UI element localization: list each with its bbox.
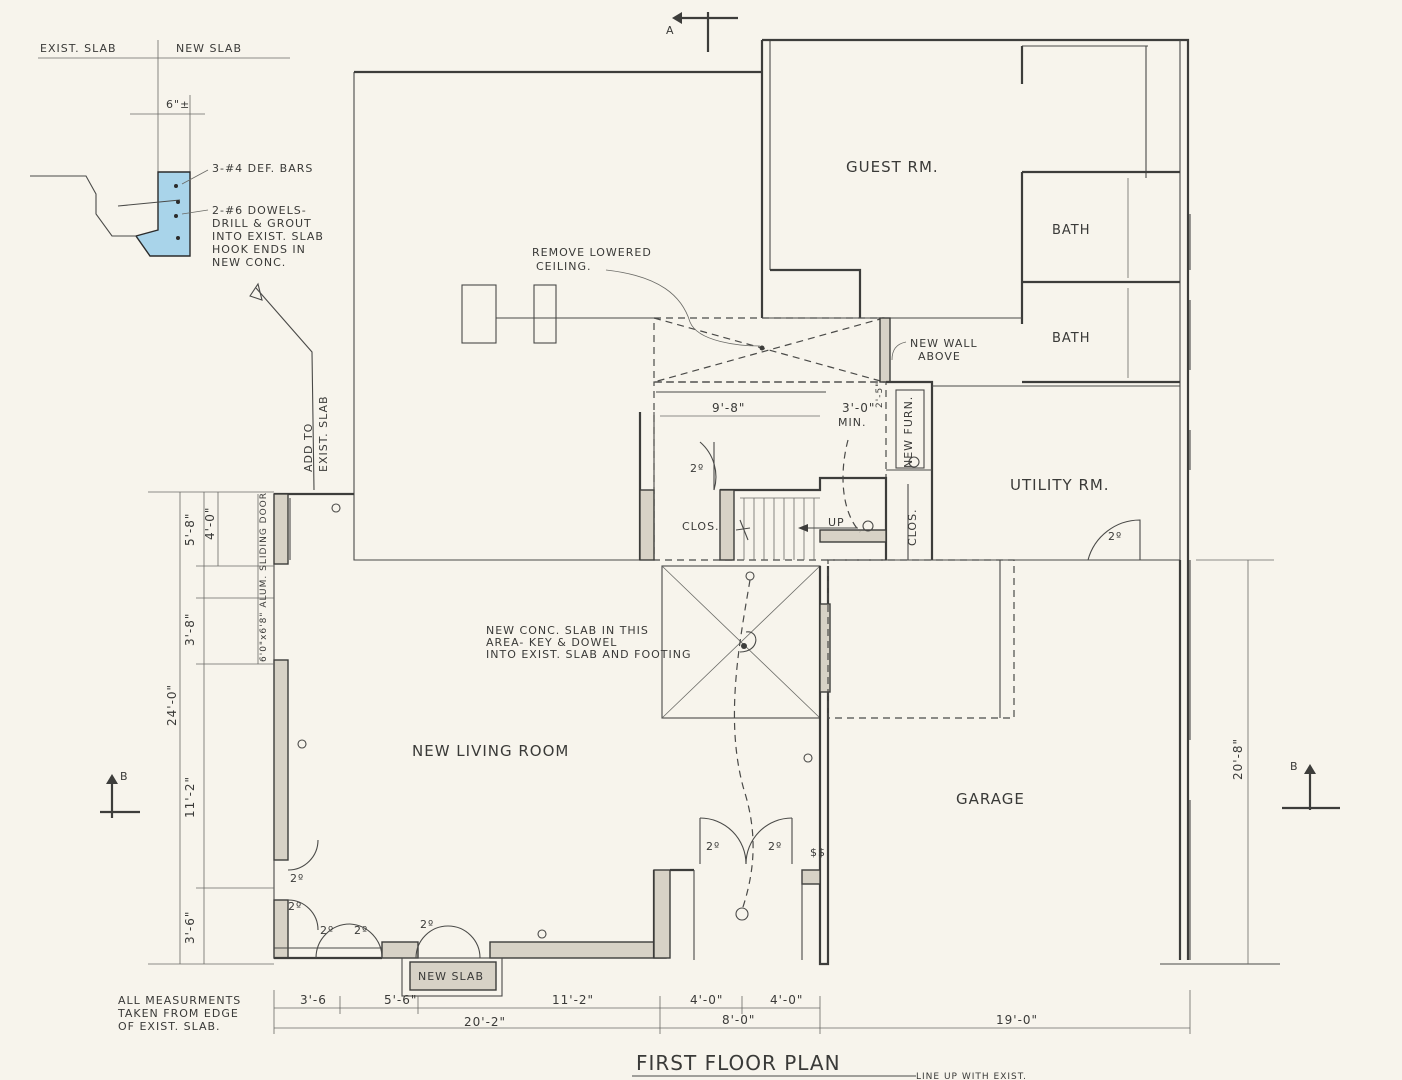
dim-24-0: 24'-0" (165, 684, 179, 726)
dimension-lines: 5'-8" 4'-0" 3'-8" 24'-0" 11'-2" 3'-6" 6'… (148, 382, 1274, 1034)
dim-5-6: 5'-6" (384, 993, 417, 1007)
room-bath-1: BATH (1052, 223, 1091, 238)
new-wall-2: ABOVE (918, 350, 961, 363)
add-to-label-1: ADD TO (302, 423, 315, 472)
stair-up-label: UP (828, 516, 845, 529)
drawing-title: FIRST FLOOR PLAN (636, 1051, 841, 1075)
dim-3-6: 3'-6 (300, 993, 327, 1007)
section-mark-b-right: B (1282, 760, 1340, 810)
section-mark-b-left: B (100, 770, 140, 818)
min-label: MIN. (838, 416, 866, 429)
sliding-door-note: 6'0"x6'8" ALUM. SLIDING DOOR (259, 492, 269, 662)
room-bath-2: BATH (1052, 331, 1091, 346)
offset-label: 6"± (166, 98, 190, 111)
new-living-room-walls: $$ (273, 492, 831, 997)
dim-20-2: 20'-2" (464, 1015, 506, 1029)
section-mark-a: A (666, 12, 738, 52)
room-living: NEW LIVING ROOM (412, 742, 569, 760)
add-to-label-2: EXIST. SLAB (317, 395, 330, 472)
dowels-line-1: 2-#6 DOWELS- (212, 204, 307, 217)
room-garage: GARAGE (956, 790, 1025, 808)
measurements-note-2: TAKEN FROM EDGE (117, 1007, 239, 1020)
measurements-note-1: ALL MEASURMENTS (118, 994, 241, 1007)
dim-11-2: 11'-2" (552, 993, 594, 1007)
bars-note: 3-#4 DEF. BARS (212, 162, 313, 175)
door-label-6: 2º (288, 900, 302, 913)
dowels-line-5: NEW CONC. (212, 256, 286, 269)
new-slab-step-label: NEW SLAB (418, 970, 484, 983)
door-label-5: 2º (290, 872, 304, 885)
dim-9-8: 9'-8" (712, 401, 745, 415)
new-wall-1: NEW WALL (910, 337, 978, 350)
bottom-note: LINE UP WITH EXIST. (916, 1072, 1027, 1080)
dim-3-8: 3'-8" (183, 613, 197, 646)
dowels-line-2: DRILL & GROUT (212, 217, 312, 230)
slab-area-note-2: AREA- KEY & DOWEL (486, 636, 617, 649)
dim-3-0: 3'-0" (842, 401, 875, 415)
door-label-3: 2º (706, 840, 720, 853)
remove-ceiling-1: REMOVE LOWERED (532, 246, 652, 259)
new-furnace: NEW FURN. (902, 396, 915, 468)
dim-11-2-vertical: 11'-2" (183, 776, 197, 818)
dim-3-6-vertical: 3'-6" (183, 911, 197, 944)
door-label-8: 2º (354, 924, 368, 937)
room-utility: UTILITY RM. (1010, 476, 1110, 494)
remove-ceiling-2: CEILING. (536, 260, 592, 273)
dim-8-0: 8'-0" (722, 1013, 755, 1027)
measurements-note-3: OF EXIST. SLAB. (118, 1020, 221, 1033)
dim-4-0-a: 4'-0" (690, 993, 723, 1007)
dim-19-0: 19'-0" (996, 1013, 1038, 1027)
exist-slab-label: EXIST. SLAB (40, 42, 117, 55)
dim-4-0-b: 4'-0" (770, 993, 803, 1007)
new-slab-label: NEW SLAB (176, 42, 242, 55)
door-label-7: 2º (320, 924, 334, 937)
door-label-9: 2º (420, 918, 434, 931)
dim-2-5: 2'-5" (875, 382, 885, 408)
new-concrete-section (134, 171, 191, 257)
door-label-1: 2º (690, 462, 704, 475)
room-guest: GUEST RM. (846, 158, 939, 176)
dowels-line-4: HOOK ENDS IN (212, 243, 306, 256)
slab-area-note-1: NEW CONC. SLAB IN THIS (486, 624, 649, 637)
section-a-label: A (666, 24, 675, 37)
section-b-left-label: B (120, 770, 129, 783)
dim-4-0: 4'-0" (203, 507, 217, 540)
dim-5-8: 5'-8" (183, 513, 197, 546)
dowels-line-3: INTO EXIST. SLAB (212, 230, 324, 243)
slab-area-note-3: INTO EXIST. SLAB AND FOOTING (486, 648, 691, 661)
door-label-4: 2º (768, 840, 782, 853)
closet-right: CLOS. (906, 508, 919, 546)
slab-detail: EXIST. SLAB NEW SLAB 6"± 3-#4 DEF. BARS … (30, 40, 324, 269)
existing-structure (353, 38, 1191, 960)
closet-left: CLOS. (682, 520, 720, 533)
garage-structure (827, 559, 1280, 965)
switch-mark: $$ (810, 846, 826, 859)
dim-20-8: 20'-8" (1231, 738, 1245, 780)
door-label-2: 2º (1108, 530, 1122, 543)
section-b-right-label: B (1290, 760, 1299, 773)
